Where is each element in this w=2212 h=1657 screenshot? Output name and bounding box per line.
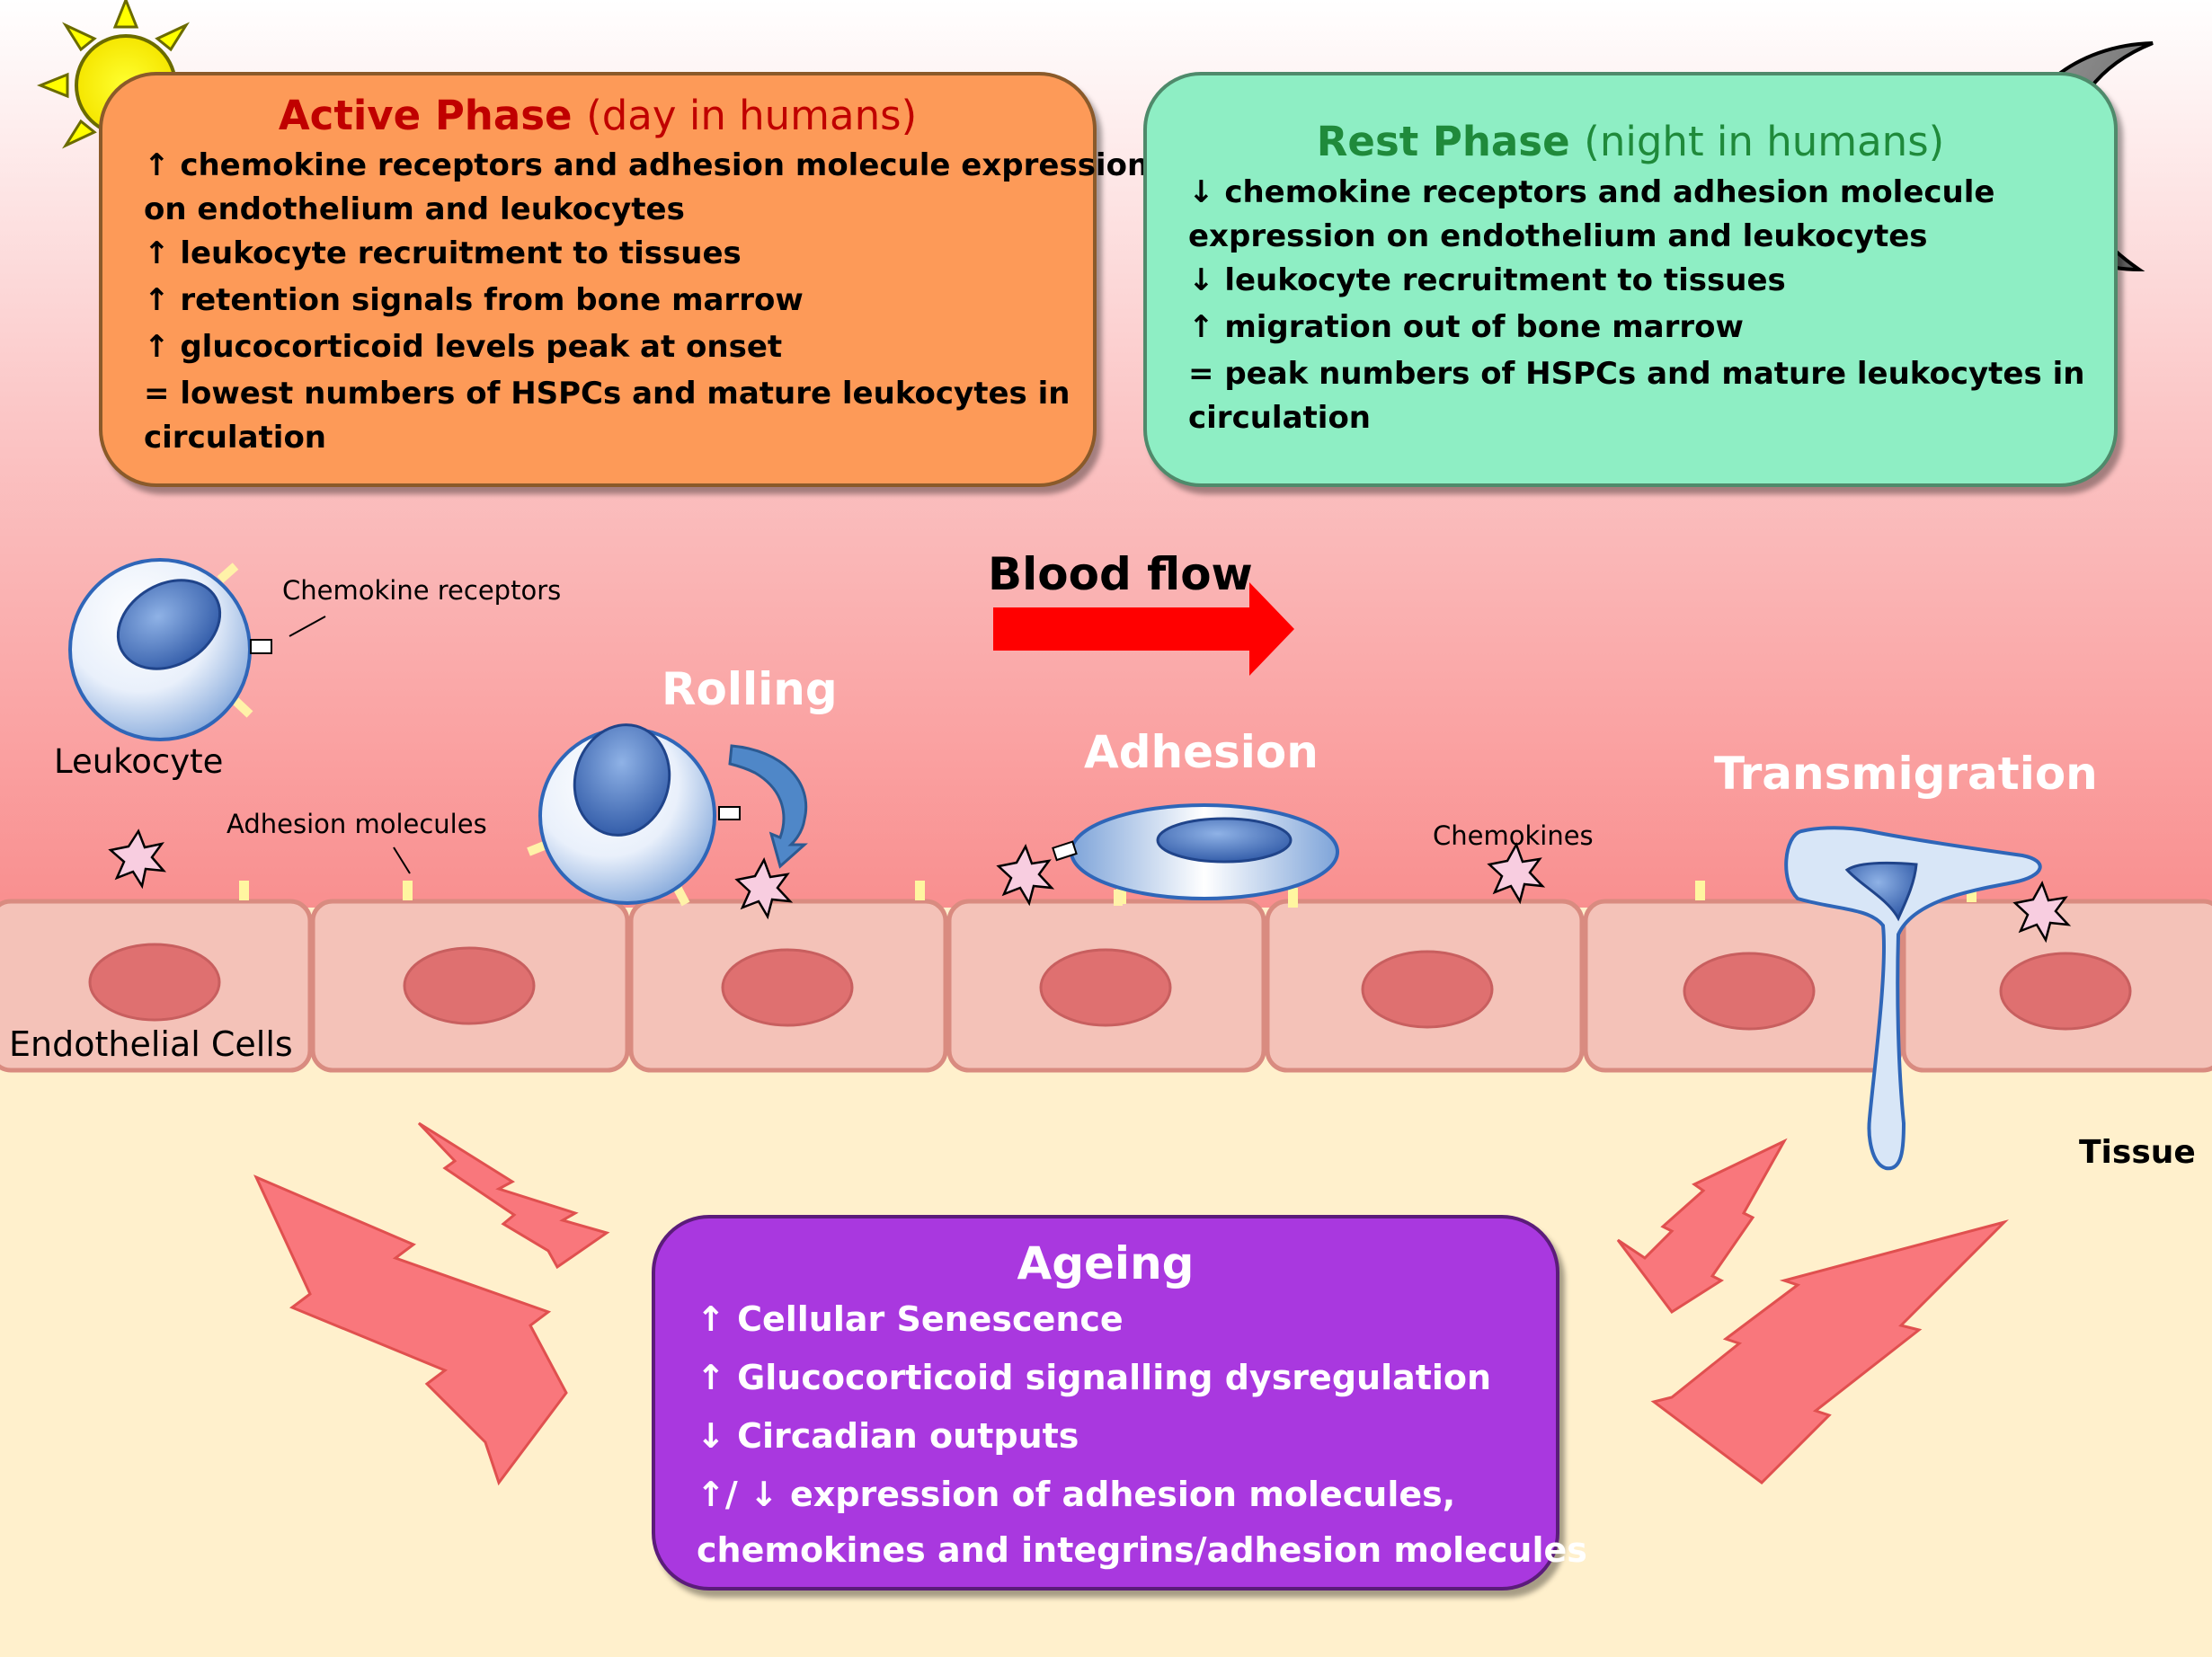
- tissue-label: Tissue: [2079, 1134, 2196, 1171]
- adhesion-label: Adhesion: [1084, 726, 1319, 778]
- ageing-title: Ageing: [1017, 1237, 1195, 1289]
- blood-flow-label: Blood flow: [988, 548, 1253, 600]
- active-phase-box: Active Phase (day in humans) ↑ chemokine…: [99, 72, 1150, 487]
- rest-phase-line: ↑ migration out of bone marrow: [1188, 309, 1744, 345]
- active-phase-heading: Active Phase: [278, 92, 573, 139]
- rest-phase-title: Rest Phase (night in humans): [1147, 115, 2114, 169]
- active-phase-line: ↑ retention signals from bone marrow: [144, 282, 804, 318]
- active-phase-title: Active Phase (day in humans): [102, 90, 1093, 142]
- ageing-line: ↑/ ↓ expression of adhesion molecules,: [697, 1475, 1456, 1514]
- rest-phase-line: ↓ leukocyte recruitment to tissues: [1188, 262, 1786, 298]
- chemokine-receptor-pointer: [289, 616, 326, 637]
- adhesion-molecules-label: Adhesion molecules: [227, 809, 487, 839]
- blood-flow-arrow-icon: [993, 582, 1294, 676]
- rolling-leukocyte: [527, 723, 741, 907]
- active-phase-subtitle: (day in humans): [586, 92, 918, 139]
- active-phase-line: on endothelium and leukocytes: [144, 191, 685, 227]
- rest-phase-line: expression on endothelium and leukocytes: [1188, 218, 1928, 254]
- endothelial-cells: [0, 899, 2212, 1073]
- chemokine-receptors-label: Chemokine receptors: [282, 575, 562, 606]
- rolling-label: Rolling: [662, 663, 838, 715]
- adhesion-molecule-pointer: [393, 846, 411, 874]
- rest-phase-subtitle: (night in humans): [1584, 118, 1945, 165]
- ageing-line: ↓ Circadian outputs: [697, 1416, 1079, 1456]
- leukocyte-label: Leukocyte: [54, 742, 224, 781]
- active-phase-line: ↑ glucocorticoid levels peak at onset: [144, 329, 783, 365]
- ageing-line: ↑ Glucocorticoid signalling dysregulatio…: [697, 1358, 1492, 1397]
- rolling-arrow-icon: [728, 744, 808, 869]
- active-phase-line: circulation: [144, 420, 327, 456]
- active-phase-line: = lowest numbers of HSPCs and mature leu…: [144, 376, 1070, 412]
- transmigration-label: Transmigration: [1714, 748, 2098, 800]
- active-phase-line: ↑ leukocyte recruitment to tissues: [144, 235, 742, 271]
- leukocyte-cell: [68, 558, 272, 741]
- ageing-line: ↑ Cellular Senescence: [697, 1299, 1124, 1339]
- endothelial-cells-label: Endothelial Cells: [9, 1024, 293, 1064]
- rest-phase-line: = peak numbers of HSPCs and mature leuko…: [1188, 356, 2085, 392]
- ageing-box: Ageing ↑ Cellular Senescence ↑ Glucocort…: [652, 1215, 1587, 1591]
- rest-phase-line: ↓ chemokine receptors and adhesion molec…: [1188, 174, 1995, 210]
- active-phase-line: ↑ chemokine receptors and adhesion molec…: [144, 147, 1150, 183]
- transmigrating-leukocyte: [1784, 826, 2042, 1171]
- chemokines-label: Chemokines: [1433, 820, 1594, 851]
- rest-phase-heading: Rest Phase: [1316, 118, 1570, 165]
- adhered-leukocyte: [1052, 803, 1339, 906]
- ageing-line: chemokines and integrins/adhesion molecu…: [697, 1530, 1587, 1570]
- stress-lightning-icons: [253, 1121, 2009, 1486]
- rest-phase-line: circulation: [1188, 400, 1372, 436]
- chemokines: [108, 828, 2072, 944]
- rest-phase-box: Rest Phase (night in humans) ↓ chemokine…: [1143, 72, 2118, 487]
